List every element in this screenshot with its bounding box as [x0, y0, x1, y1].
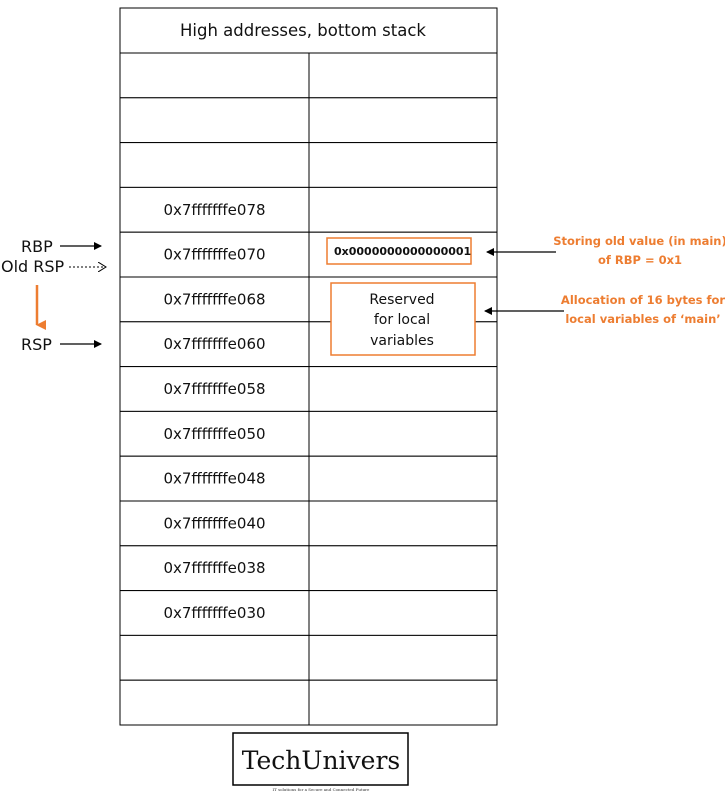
- rsp-label: RSP: [21, 335, 52, 354]
- stack-address-label: 0x7fffffffe050: [163, 425, 265, 443]
- stack-value-cell: [308, 366, 498, 412]
- stack-address-label: 0x7fffffffe070: [163, 246, 265, 264]
- stack-address-label: 0x7fffffffe038: [163, 559, 265, 577]
- logo-name: TechUnivers: [242, 746, 401, 775]
- stack-address-cell: [119, 545, 310, 592]
- stack-value-cell: [308, 186, 498, 233]
- old-rsp-label: Old RSP: [1, 257, 65, 276]
- stack-address-cell: [119, 186, 310, 233]
- stack-address-cell: [119, 142, 310, 188]
- stack-value-cell: [308, 52, 498, 99]
- reserved-text-3: variables: [370, 333, 434, 349]
- stack-value-cell: [308, 590, 498, 636]
- stack-value-cell: [308, 634, 498, 681]
- stack-value-cell: [308, 545, 498, 592]
- old-rbp-value: 0x0000000000000001: [334, 245, 471, 258]
- old-rbp-value-box: [326, 237, 472, 265]
- stack-value-cell: [308, 455, 498, 502]
- stack-address-cell: [119, 97, 310, 144]
- stack-address-label: 0x7fffffffe078: [163, 201, 265, 219]
- stack-address-cell: [119, 679, 310, 726]
- stack-value-cell: [308, 410, 498, 457]
- stack-value-cell: [308, 679, 498, 726]
- stack-address-cell: [119, 500, 310, 547]
- reserved-text-2: for local: [374, 312, 430, 328]
- stack-address-cell: [119, 231, 310, 278]
- stack-address-cell: [119, 52, 310, 99]
- allocation-note-1: Allocation of 16 bytes for: [561, 293, 725, 307]
- logo-tagline: IT solutions for a Secure and Connected …: [273, 787, 371, 792]
- stack-header-title: High addresses, bottom stack: [180, 21, 426, 40]
- rbp-label: RBP: [21, 237, 53, 256]
- stack-address-cell: [119, 276, 310, 323]
- stack-rows: 0x7fffffffe078 0x7fffffffe070 0x7fffffffe0…: [119, 52, 498, 726]
- stack-address-label: 0x7fffffffe068: [163, 290, 265, 308]
- storing-note-1: Storing old value (in main): [553, 234, 725, 248]
- stack-address-label: 0x7fffffffe040: [163, 514, 265, 532]
- stack-address-label: 0x7fffffffe060: [163, 335, 265, 353]
- stack-address-label: 0x7fffffffe030: [163, 604, 265, 622]
- storing-note-2: of RBP = 0x1: [598, 253, 682, 267]
- techunivers-logo: TechUnivers IT solutions for a Secure an…: [232, 732, 409, 792]
- reserved-text-1: Reserved: [369, 292, 434, 308]
- reserved-box: [330, 282, 476, 356]
- stack-address-label: 0x7fffffffe048: [163, 470, 265, 488]
- stack-address-cell: [119, 590, 310, 636]
- stack-value-cell: [308, 97, 498, 144]
- stack-value-cell: [308, 500, 498, 547]
- stack-address-cell: [119, 410, 310, 457]
- stack-header-cell: [119, 7, 498, 54]
- stack-address-label: 0x7fffffffe058: [163, 380, 265, 398]
- stack-value-cell: [308, 142, 498, 188]
- stack-address-cell: [119, 634, 310, 681]
- allocation-note-2: local variables of ‘main’: [565, 312, 720, 326]
